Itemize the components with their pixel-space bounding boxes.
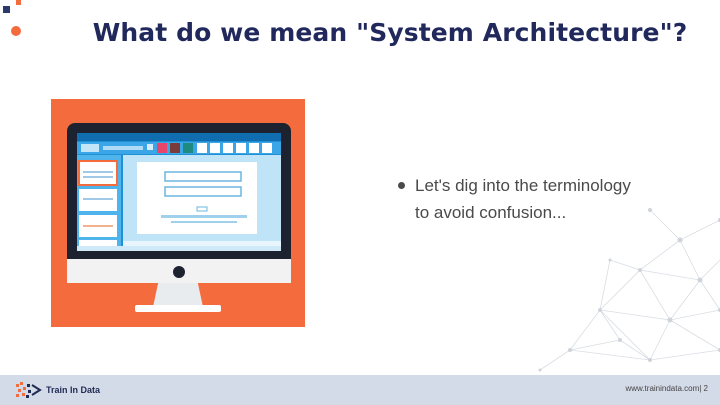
train-in-data-logo: Train In Data bbox=[14, 380, 100, 400]
monitor-icon bbox=[67, 123, 291, 312]
monitor-illustration bbox=[51, 99, 305, 327]
footer-bar: Train In Data www.trainindata.com| 2 bbox=[0, 375, 720, 405]
corner-orange-square bbox=[16, 0, 21, 5]
logo-text: Train In Data bbox=[46, 385, 101, 395]
corner-decoration bbox=[0, 0, 30, 40]
corner-orange-dot bbox=[11, 26, 21, 36]
footer-page-info: www.trainindata.com| 2 bbox=[625, 384, 708, 393]
bullet-dot-icon bbox=[398, 182, 405, 189]
network-background bbox=[538, 208, 720, 372]
bullet-list: Let's dig into the terminology to avoid … bbox=[398, 172, 648, 226]
logo-mark-icon bbox=[16, 382, 42, 398]
bullet-item: Let's dig into the terminology to avoid … bbox=[398, 172, 648, 226]
bullet-text: Let's dig into the terminology to avoid … bbox=[415, 176, 631, 222]
corner-navy-square bbox=[3, 6, 10, 13]
slide-title: What do we mean "System Architecture"? bbox=[92, 18, 688, 47]
